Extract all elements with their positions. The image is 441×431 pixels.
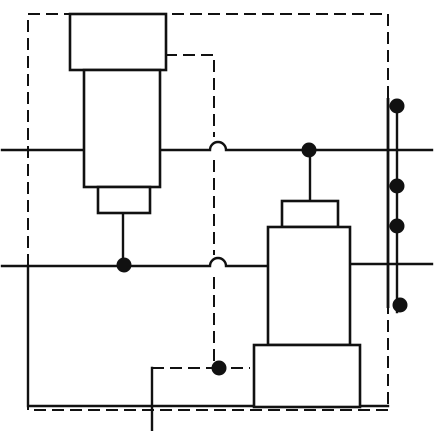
lower-horizontal-line-left bbox=[0, 256, 270, 268]
junction-dot-right-1 bbox=[389, 98, 405, 114]
upper-horizontal-line bbox=[0, 140, 434, 152]
right-component-body bbox=[266, 225, 352, 347]
junction-dot-pilot bbox=[211, 360, 227, 376]
junction-dot-right-4 bbox=[392, 297, 408, 313]
right-component-bottom-block bbox=[252, 343, 362, 409]
right-component-cap bbox=[280, 199, 340, 229]
junction-dot-upper bbox=[301, 142, 317, 158]
pilot-line-lower bbox=[213, 277, 250, 369]
pilot-line-upper bbox=[165, 54, 215, 137]
junction-dots bbox=[116, 98, 408, 376]
right-component bbox=[252, 199, 362, 409]
solid-wiring bbox=[0, 98, 434, 431]
junction-dot-lower-left bbox=[116, 257, 132, 273]
pilot-dashed-line bbox=[152, 54, 250, 369]
left-component-body bbox=[82, 68, 162, 189]
left-component bbox=[68, 12, 168, 215]
left-component-base bbox=[96, 185, 152, 215]
left-return-line bbox=[26, 264, 256, 408]
junction-dot-right-2 bbox=[389, 178, 405, 194]
left-component-top-block bbox=[68, 12, 168, 72]
junction-dot-right-3 bbox=[389, 218, 405, 234]
